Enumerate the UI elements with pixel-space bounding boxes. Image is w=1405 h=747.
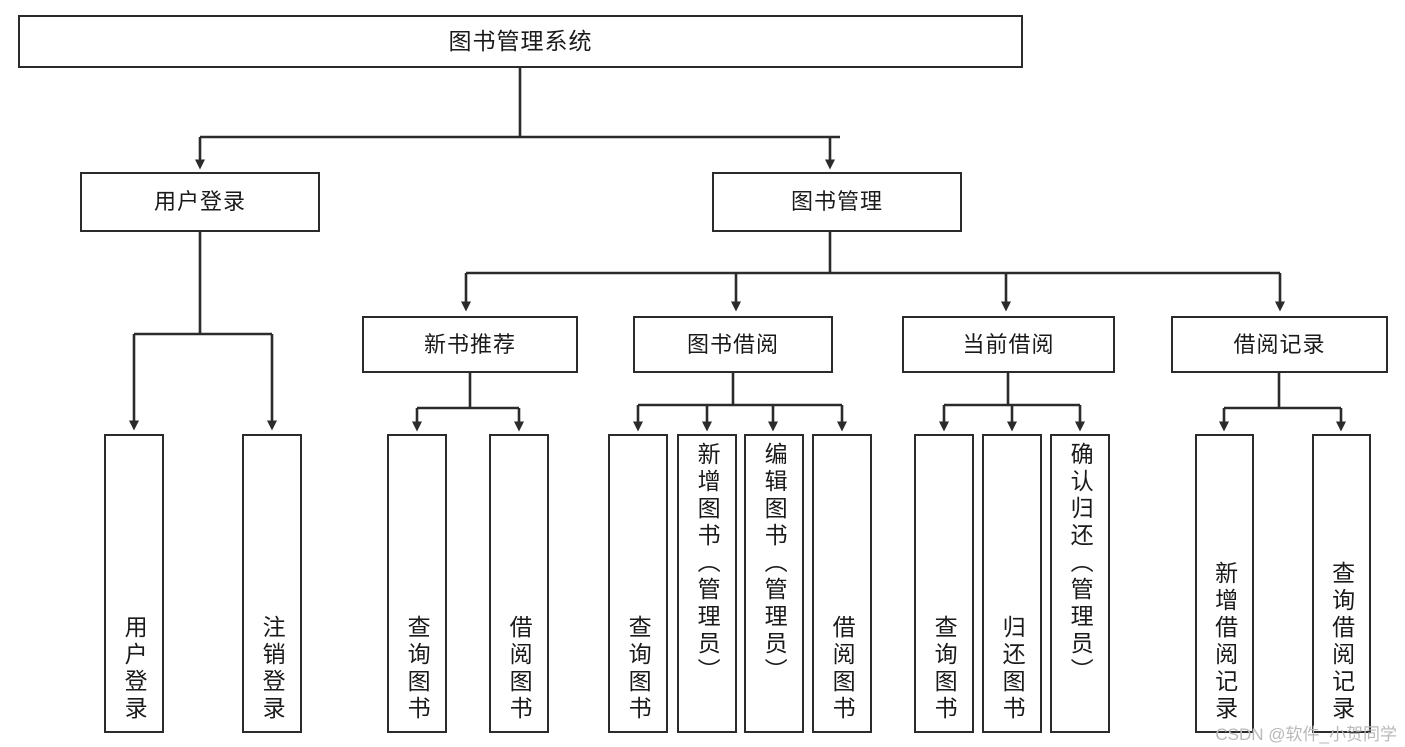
node-label: 图书借阅 <box>686 331 779 357</box>
node-label: 注销登录 <box>259 615 286 723</box>
node-label: 新增借阅记录 <box>1211 561 1238 723</box>
leaf-recommend-query-book[interactable]: 查询图书 <box>387 434 447 733</box>
node-user-login[interactable]: 用户登录 <box>80 172 320 232</box>
node-label: 查询图书 <box>404 615 431 723</box>
node-current-borrow[interactable]: 当前借阅 <box>902 316 1115 373</box>
leaf-borrow-edit-book-admin[interactable]: 编辑图书（管理员） <box>744 434 804 733</box>
node-label: 借阅图书 <box>506 615 533 723</box>
node-label: 用户登录 <box>153 189 246 214</box>
leaf-current-return-book[interactable]: 归还图书 <box>982 434 1042 733</box>
node-label: 新增图书（管理员） <box>694 442 721 685</box>
node-label: 当前借阅 <box>962 331 1055 357</box>
node-label: 查询借阅记录 <box>1328 561 1355 723</box>
node-label: 图书管理 <box>790 189 883 214</box>
leaf-borrow-add-book-admin[interactable]: 新增图书（管理员） <box>677 434 737 733</box>
node-root-system[interactable]: 图书管理系统 <box>18 15 1023 68</box>
node-label: 新书推荐 <box>423 331 516 357</box>
node-label: 编辑图书（管理员） <box>761 442 788 685</box>
node-label: 确认归还（管理员） <box>1067 442 1094 685</box>
leaf-borrow-query-book[interactable]: 查询图书 <box>608 434 668 733</box>
node-label: 图书管理系统 <box>448 28 593 54</box>
node-label: 借阅记录 <box>1233 331 1326 357</box>
node-label: 归还图书 <box>999 615 1026 723</box>
leaf-records-add-record[interactable]: 新增借阅记录 <box>1195 434 1254 733</box>
leaf-user-login-signin[interactable]: 用户登录 <box>104 434 164 733</box>
leaf-current-confirm-return-admin[interactable]: 确认归还（管理员） <box>1050 434 1110 733</box>
node-label: 借阅图书 <box>829 615 856 723</box>
leaf-current-query-book[interactable]: 查询图书 <box>914 434 974 733</box>
node-borrow-records[interactable]: 借阅记录 <box>1171 316 1388 373</box>
leaf-user-login-signout[interactable]: 注销登录 <box>242 434 302 733</box>
node-book-borrow[interactable]: 图书借阅 <box>633 316 833 373</box>
node-new-book-recommend[interactable]: 新书推荐 <box>362 316 578 373</box>
node-book-management[interactable]: 图书管理 <box>712 172 962 232</box>
leaf-borrow-borrow-book[interactable]: 借阅图书 <box>812 434 872 733</box>
node-label: 查询图书 <box>625 615 652 723</box>
leaf-records-query-record[interactable]: 查询借阅记录 <box>1312 434 1371 733</box>
node-label: 用户登录 <box>121 615 148 723</box>
leaf-recommend-borrow-book[interactable]: 借阅图书 <box>489 434 549 733</box>
node-label: 查询图书 <box>931 615 958 723</box>
